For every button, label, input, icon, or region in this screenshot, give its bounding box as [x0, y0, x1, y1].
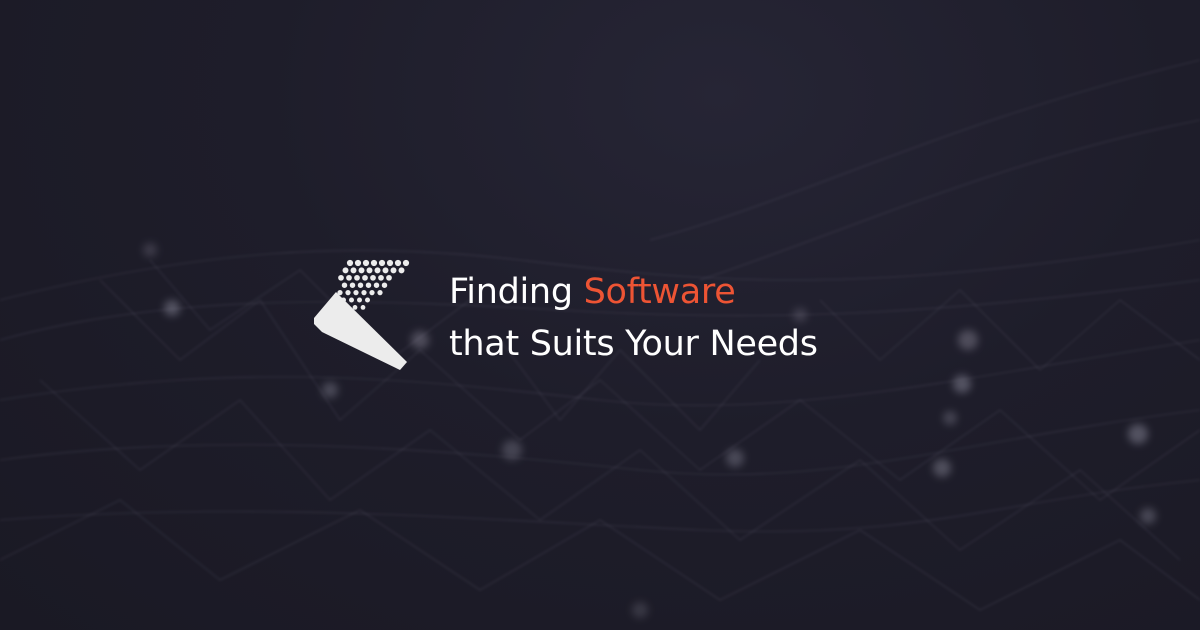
- logo-dot: [337, 289, 343, 296]
- logo-dot: [373, 282, 380, 288]
- logo-dot: [369, 289, 375, 296]
- logo-dot: [386, 259, 394, 267]
- logo-dot: [378, 259, 386, 267]
- logo-dot: [352, 305, 358, 310]
- logo-dot: [354, 274, 360, 281]
- logo-dot: [360, 305, 366, 310]
- logo-dot: [365, 297, 370, 303]
- headline-prefix: Finding: [449, 272, 573, 312]
- logo-icon: [314, 259, 410, 370]
- logo-dot: [341, 282, 348, 288]
- logo-dot: [357, 282, 364, 288]
- logo-dot: [357, 297, 362, 303]
- logo-dot: [381, 282, 388, 288]
- logo-dot: [377, 289, 383, 296]
- logo-dot: [346, 259, 354, 267]
- logo-dot: [349, 297, 354, 303]
- logo-dot: [370, 274, 376, 281]
- logo-dot: [346, 274, 352, 281]
- logo-dot: [370, 259, 378, 267]
- logo-dot: [362, 274, 368, 281]
- logo-dot: [398, 267, 405, 274]
- headline-line-2: that Suits Your Needs: [449, 324, 818, 364]
- logo-dot: [394, 259, 402, 267]
- headline: Finding Software that Suits Your Needs: [449, 266, 818, 370]
- logo-dot: [378, 274, 384, 281]
- logo-dot: [374, 267, 381, 274]
- logo-dot: [349, 282, 356, 288]
- logo-dot: [345, 289, 351, 296]
- logo-dot: [358, 267, 365, 274]
- logo-dot: [342, 267, 349, 274]
- logo-dot: [353, 289, 359, 296]
- logo-dot: [366, 267, 373, 274]
- logo-dot: [361, 289, 367, 296]
- logo-dot: [402, 259, 410, 267]
- logo-dot: [362, 259, 370, 267]
- logo-dot: [382, 267, 389, 274]
- headline-highlight: Software: [583, 272, 736, 312]
- headline-line-1: Finding Software: [449, 266, 818, 318]
- logo-dot: [365, 282, 372, 288]
- logo-dot: [338, 274, 344, 281]
- logo-dot: [386, 274, 392, 281]
- logo-dot: [354, 259, 362, 267]
- logo-dot: [350, 267, 357, 274]
- logo-dot: [390, 267, 397, 274]
